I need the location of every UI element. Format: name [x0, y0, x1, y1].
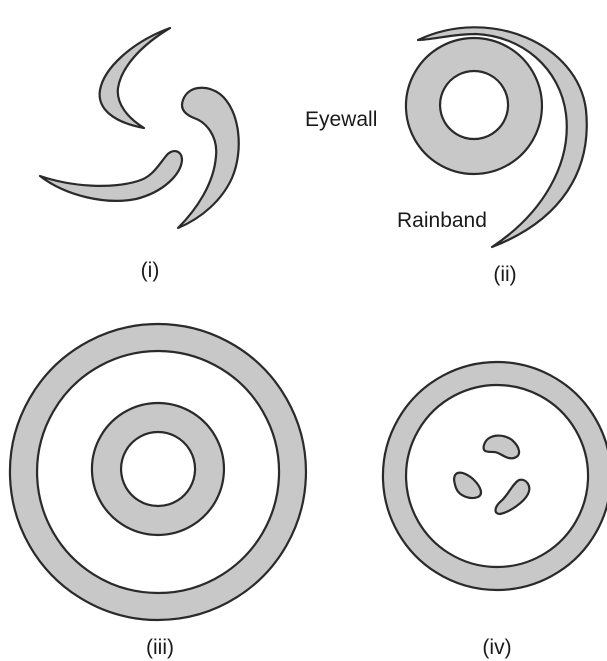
inner-eyewall-ring [92, 403, 224, 535]
inner-fragment-right [496, 480, 530, 514]
panel-i-caption: (i) [141, 259, 160, 282]
panel-ii-caption: (ii) [493, 263, 516, 286]
panel-iv-caption: (iv) [482, 636, 511, 659]
outer-eyewall-ring [10, 324, 306, 620]
eyewall-label: Eyewall [305, 108, 377, 131]
rainband-fragment-bottom [40, 151, 182, 201]
rainband-label: Rainband [397, 209, 487, 232]
rainband-fragment-top [100, 28, 170, 128]
inner-fragment-top [484, 436, 520, 459]
panel-iii-caption: (iii) [146, 636, 174, 659]
panel-iv [383, 362, 607, 590]
outer-eyewall-ring [383, 362, 607, 590]
panel-i [40, 28, 239, 228]
rainband-fragment-right [178, 88, 239, 228]
eyewall-ring [406, 38, 542, 174]
panel-iii [10, 324, 306, 620]
inner-fragment-left [454, 473, 481, 498]
